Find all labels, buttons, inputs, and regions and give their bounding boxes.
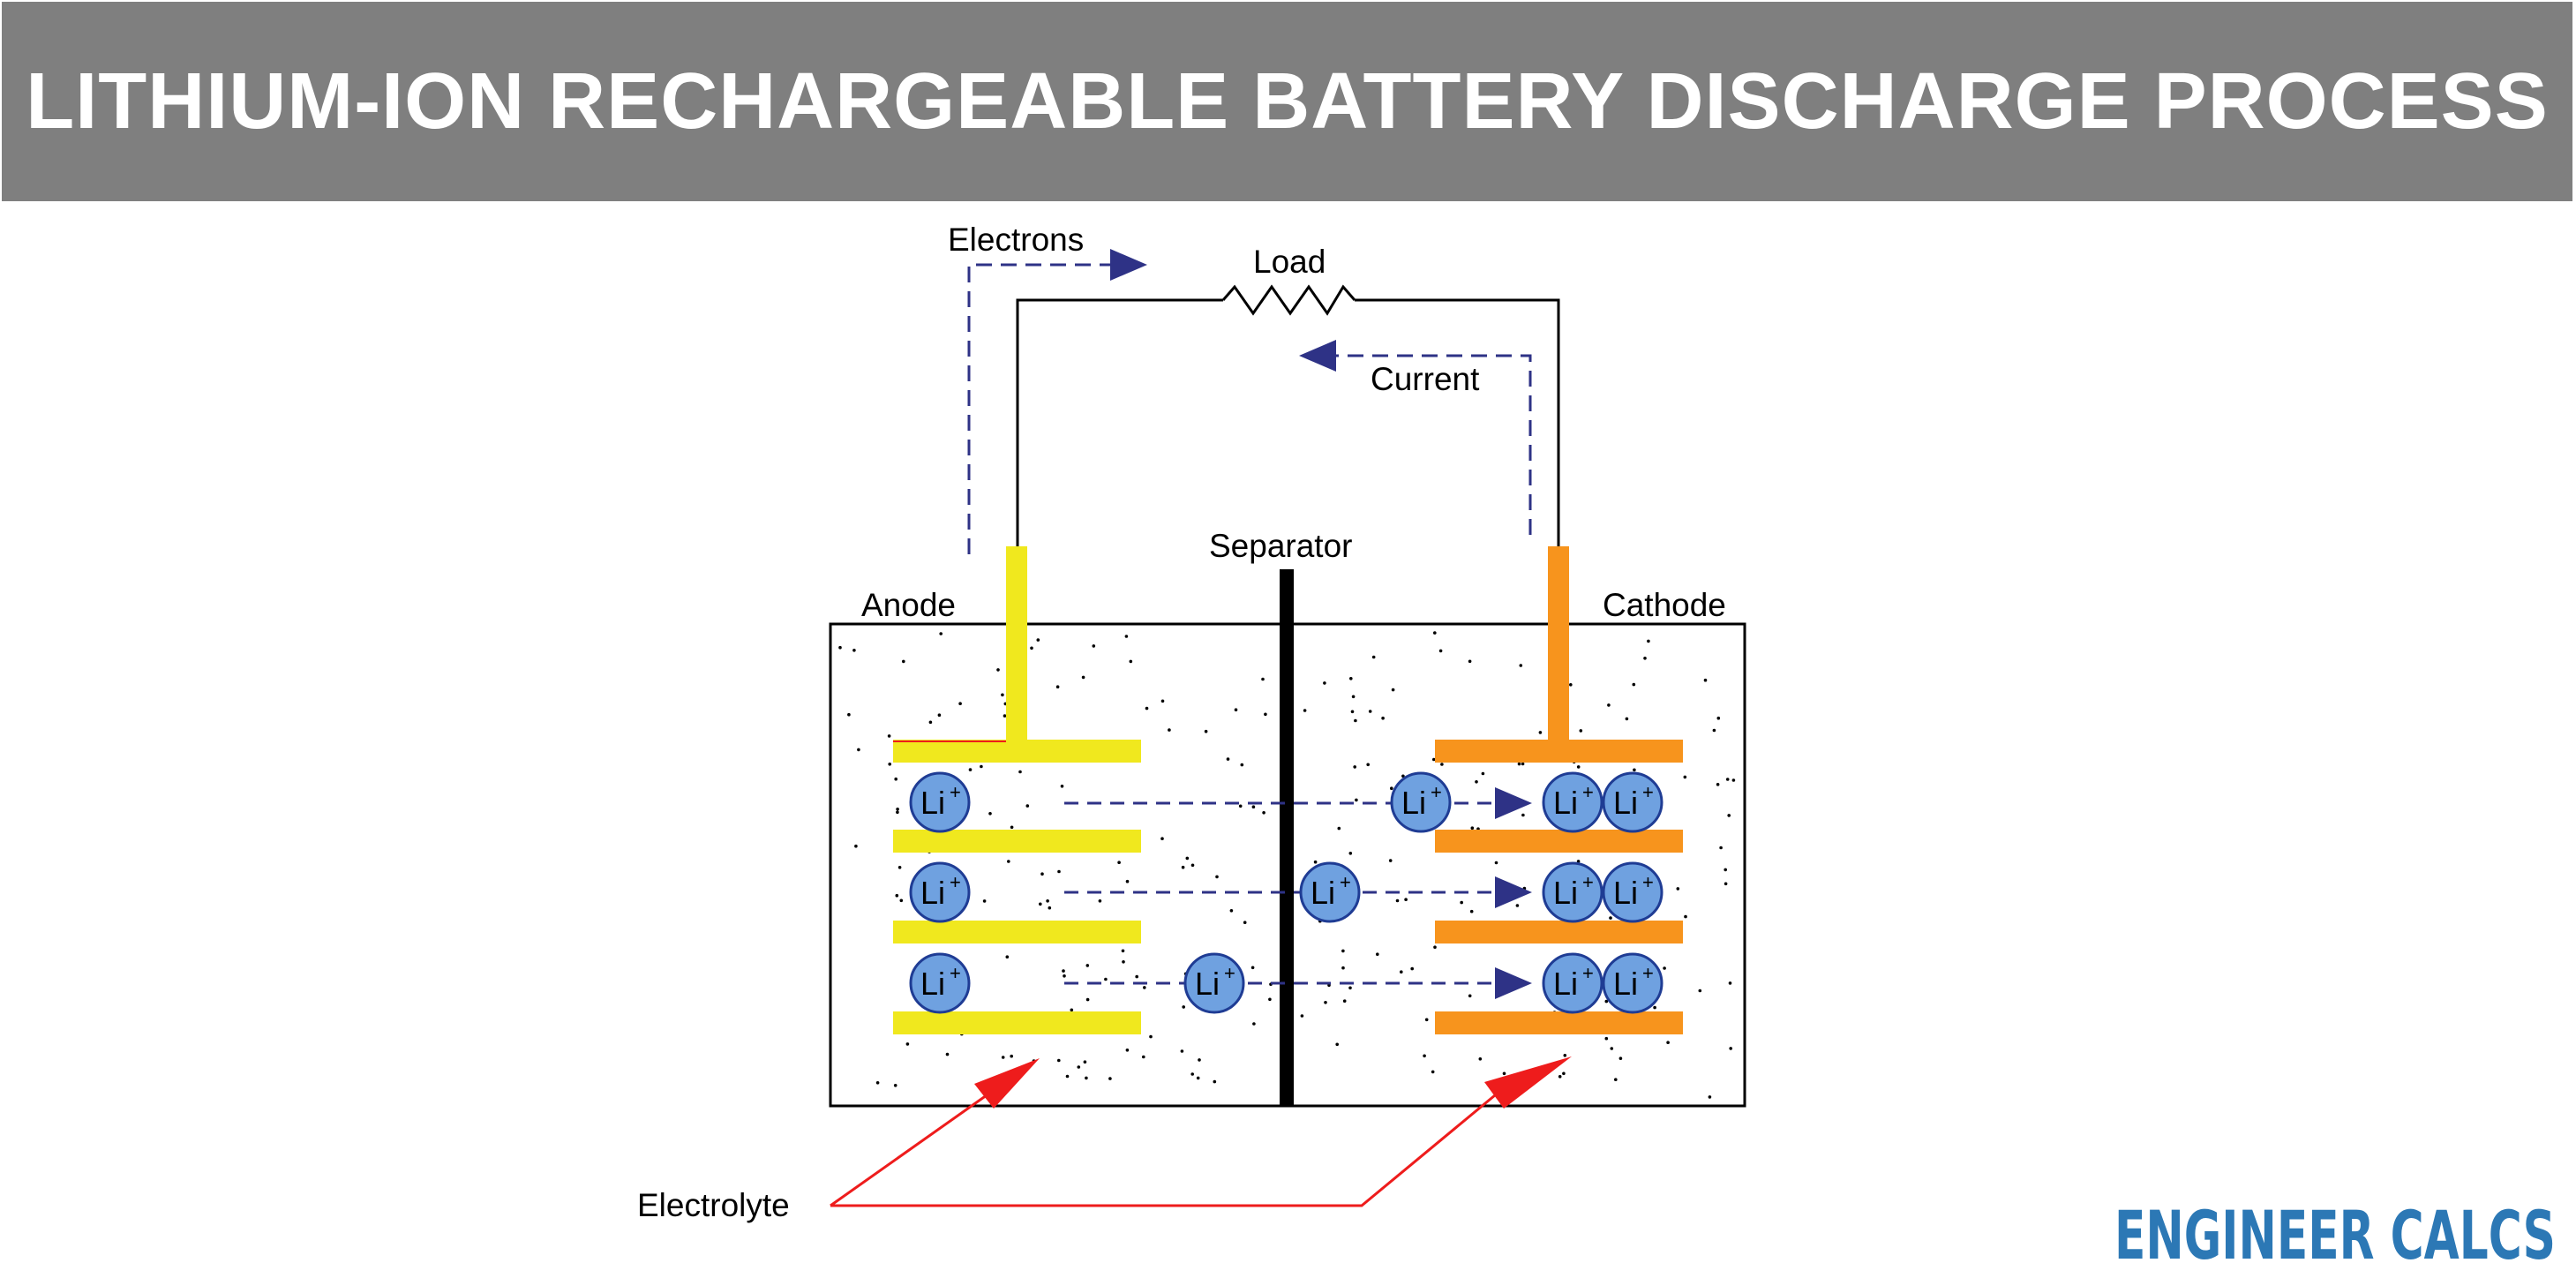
electrolyte-label: Electrolyte <box>637 1187 790 1223</box>
lithium-ions: Li+Li+Li+Li+Li+Li+Li+Li+Li+Li+Li+Li+ <box>909 771 1664 1014</box>
li-ion-symbol: Li <box>920 875 945 911</box>
li-ion-symbol: Li <box>920 785 945 821</box>
li-ion-symbol: Li <box>1613 875 1638 911</box>
external-circuit-wire <box>1016 298 1560 546</box>
li-ion-charge: + <box>950 781 961 803</box>
anode-electrode <box>893 546 1141 1034</box>
cathode-label: Cathode <box>1603 587 1726 623</box>
li-ion-charge: + <box>1582 781 1594 803</box>
li-ion: Li+ <box>1299 861 1361 923</box>
li-ion: Li+ <box>1602 952 1664 1014</box>
electrolyte-arrows <box>830 1056 1572 1207</box>
li-ion: Li+ <box>1602 861 1664 923</box>
li-ion-symbol: Li <box>1553 785 1578 821</box>
li-ion-charge: + <box>1642 871 1654 893</box>
li-ion-symbol: Li <box>1311 875 1335 911</box>
li-ion-charge: + <box>1431 781 1442 803</box>
cathode-electrode <box>1435 546 1683 1034</box>
li-ion-symbol: Li <box>920 966 945 1002</box>
li-ion: Li+ <box>1542 952 1603 1014</box>
li-ion-symbol: Li <box>1613 785 1638 821</box>
li-ion-charge: + <box>1340 871 1351 893</box>
li-ion: Li+ <box>909 952 971 1014</box>
brand-part-1: ENGINEER <box>2114 1196 2375 1274</box>
ion-flow-arrows <box>1064 787 1532 999</box>
li-ion-charge: + <box>950 871 961 893</box>
separator-label: Separator <box>1209 528 1353 564</box>
li-ion-charge: + <box>1642 781 1654 803</box>
brand-logo: ENGINEER CALCS <box>2114 1196 2556 1274</box>
li-ion-charge: + <box>1582 871 1594 893</box>
separator <box>1280 569 1294 1106</box>
electron-flow-arrow <box>967 263 1114 554</box>
li-ion-symbol: Li <box>1195 966 1220 1002</box>
electron-arrowhead <box>1110 249 1147 281</box>
li-ion: Li+ <box>1542 861 1603 923</box>
brand-part-2: CALCS <box>2391 1196 2556 1274</box>
li-ion: Li+ <box>909 861 971 923</box>
current-label: Current <box>1371 361 1480 397</box>
load-resistor <box>1221 284 1356 316</box>
page-title: LITHIUM-ION RECHARGEABLE BATTERY DISCHAR… <box>26 56 2549 146</box>
title-bar: LITHIUM-ION RECHARGEABLE BATTERY DISCHAR… <box>2 2 2572 201</box>
li-ion: Li+ <box>909 771 971 833</box>
current-arrowhead <box>1299 340 1336 372</box>
li-ion-symbol: Li <box>1553 966 1578 1002</box>
li-ion-charge: + <box>1582 962 1594 984</box>
anode-label: Anode <box>861 587 956 623</box>
current-flow-arrow <box>1333 354 1532 535</box>
electrons-label: Electrons <box>948 222 1084 258</box>
li-ion-charge: + <box>1224 962 1235 984</box>
li-ion: Li+ <box>1390 771 1452 833</box>
li-ion: Li+ <box>1602 771 1664 833</box>
li-ion: Li+ <box>1542 771 1603 833</box>
li-ion-symbol: Li <box>1613 966 1638 1002</box>
li-ion-charge: + <box>1642 962 1654 984</box>
li-ion-symbol: Li <box>1553 875 1578 911</box>
li-ion-charge: + <box>950 962 961 984</box>
load-label: Load <box>1253 244 1326 280</box>
li-ion-symbol: Li <box>1401 785 1426 821</box>
li-ion: Li+ <box>1183 952 1245 1014</box>
